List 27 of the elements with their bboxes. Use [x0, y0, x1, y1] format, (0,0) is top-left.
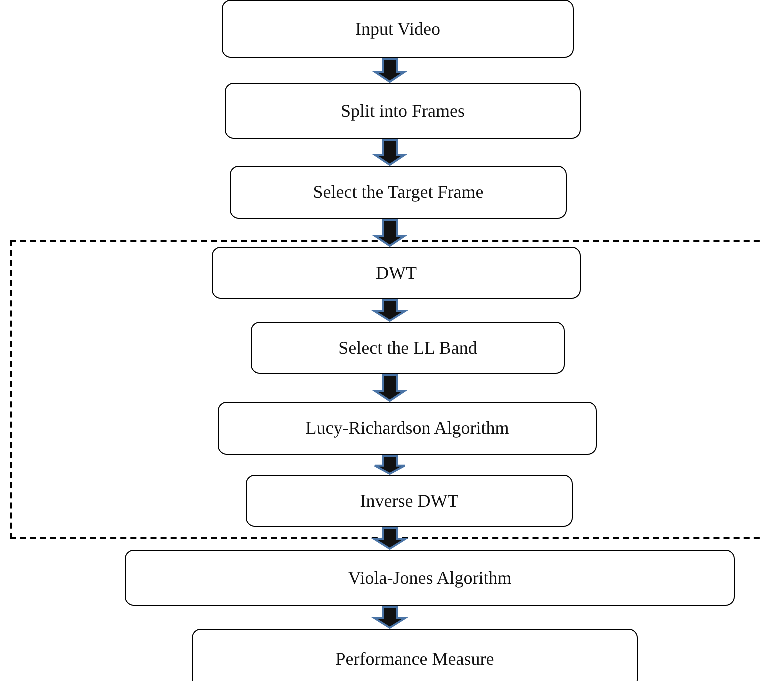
process-box	[222, 0, 574, 58]
step-label: Inverse DWT	[360, 490, 459, 512]
step-label: Input Video	[355, 18, 441, 40]
process-box	[192, 629, 638, 681]
process-box	[212, 247, 581, 299]
dashed-group-box	[10, 240, 761, 539]
block-arrow	[372, 606, 408, 630]
step-label: Select the Target Frame	[313, 182, 484, 203]
step-label: Split into Frames	[340, 100, 465, 122]
process-box	[218, 402, 597, 455]
block-arrow	[372, 527, 408, 550]
step-label: Viola-Jones Algorithm	[348, 568, 512, 588]
process-box	[230, 166, 567, 219]
block-arrow	[372, 58, 408, 84]
block-arrow	[374, 455, 406, 476]
step-label: Select the LL Band	[338, 338, 478, 358]
process-box	[251, 322, 565, 374]
process-box	[225, 83, 581, 139]
process-box	[125, 550, 735, 606]
block-arrow	[372, 374, 408, 402]
block-arrow	[372, 219, 408, 248]
step-label: Lucy-Richardson Algorithm	[306, 418, 510, 439]
process-box	[246, 475, 573, 527]
block-arrow	[372, 139, 408, 166]
step-label: Performance Measure	[336, 648, 494, 670]
step-label: DWT	[376, 262, 417, 284]
block-arrow	[372, 299, 408, 322]
